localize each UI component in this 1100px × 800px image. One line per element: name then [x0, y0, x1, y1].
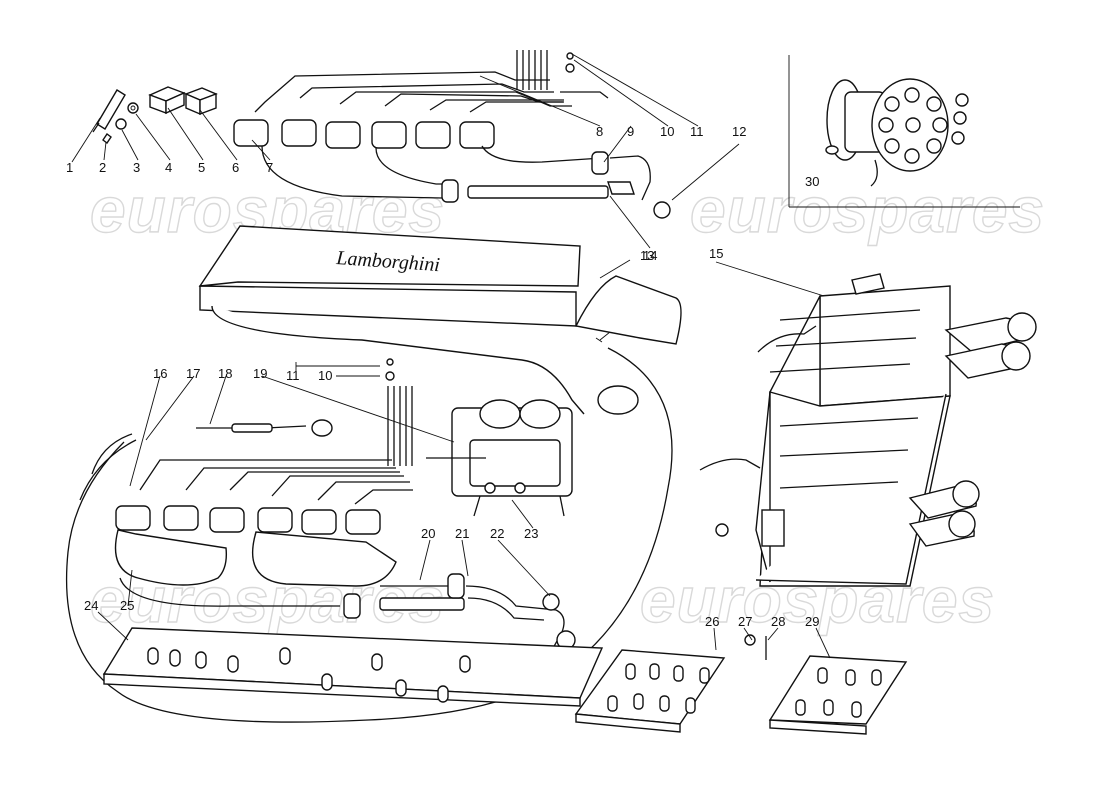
callout-7: 7	[266, 160, 273, 175]
callout-leaders	[71, 53, 831, 659]
air-box: Lamborghini	[198, 225, 682, 415]
heat-shield-29	[744, 634, 908, 735]
callout-13: 13	[640, 248, 654, 263]
callout-30: 30	[805, 174, 819, 189]
small-parts	[92, 86, 218, 145]
callout-25: 25	[120, 598, 134, 613]
callout-10-lower: 10	[318, 368, 332, 383]
muffler	[699, 273, 1037, 587]
callout-5: 5	[198, 160, 205, 175]
callout-14-shown: 14	[643, 248, 657, 263]
lower-manifolds	[114, 529, 576, 651]
distributor	[825, 78, 969, 187]
callout-20: 20	[421, 526, 435, 541]
heat-shield-24	[102, 627, 604, 707]
callout-16: 16	[153, 366, 167, 381]
upper-hoses	[261, 145, 671, 219]
heat-shield-26	[574, 649, 726, 733]
callout-15: 15	[709, 246, 723, 261]
callout-28: 28	[771, 614, 785, 629]
callout-2: 2	[99, 160, 106, 175]
callout-12: 12	[732, 124, 746, 139]
inset-frame	[788, 55, 1020, 208]
callout-9: 9	[627, 124, 634, 139]
callout-11-lower: 11	[286, 368, 300, 383]
callout-24: 24	[84, 598, 98, 613]
callout-6: 6	[232, 160, 239, 175]
callout-26: 26	[705, 614, 719, 629]
cables	[79, 419, 333, 501]
callout-18: 18	[218, 366, 232, 381]
callout-17: 17	[186, 366, 200, 381]
callout-27: 27	[738, 614, 752, 629]
callout-10: 10	[660, 124, 674, 139]
callout-3: 3	[133, 160, 140, 175]
outer-duct	[65, 331, 673, 723]
callout-1: 1	[66, 160, 73, 175]
upper-fuel-lines	[254, 50, 609, 113]
callout-23: 23	[524, 526, 538, 541]
callout-21: 21	[455, 526, 469, 541]
callout-22: 22	[490, 526, 504, 541]
watermark-top-right: eurospares	[690, 174, 1045, 246]
callout-4: 4	[165, 160, 172, 175]
callout-8: 8	[596, 124, 603, 139]
callout-19: 19	[253, 366, 267, 381]
upper-intake-flanges	[233, 119, 495, 149]
callout-29: 29	[805, 614, 819, 629]
callout-11: 11	[690, 124, 704, 139]
lower-intake-flanges	[115, 505, 381, 535]
carburetor	[451, 399, 573, 517]
lower-fuel-lines	[139, 358, 486, 505]
callout-numbers: 1 2 3 4 5 6 7 8 9 10 11 12 13	[66, 124, 819, 629]
